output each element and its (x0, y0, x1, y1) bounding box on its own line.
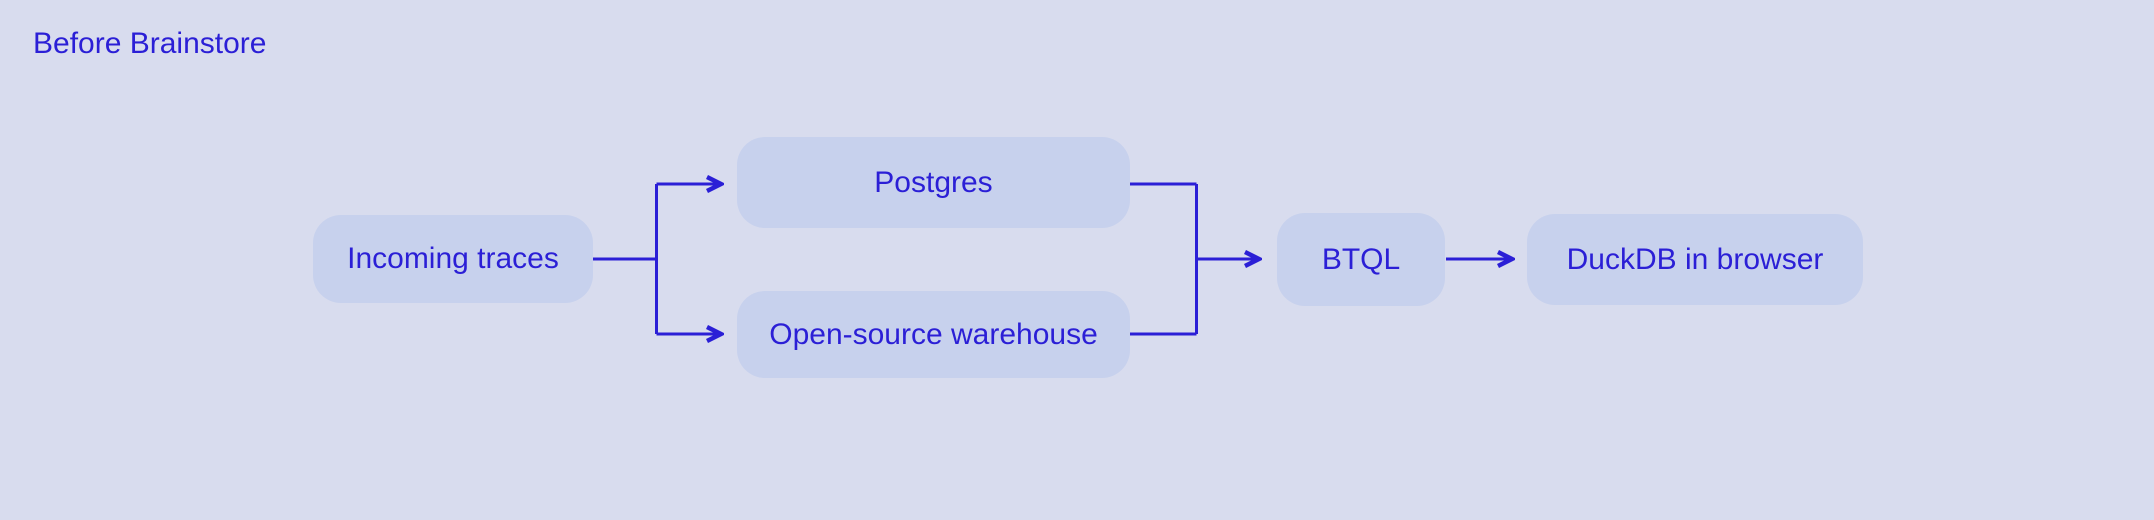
node-postgres: Postgres (737, 137, 1130, 228)
node-duckdb-in-browser: DuckDB in browser (1527, 214, 1863, 305)
diagram-title: Before Brainstore (33, 27, 267, 60)
node-open-source-warehouse: Open-source warehouse (737, 291, 1130, 378)
node-incoming-traces: Incoming traces (313, 215, 593, 303)
node-btql: BTQL (1277, 213, 1445, 306)
